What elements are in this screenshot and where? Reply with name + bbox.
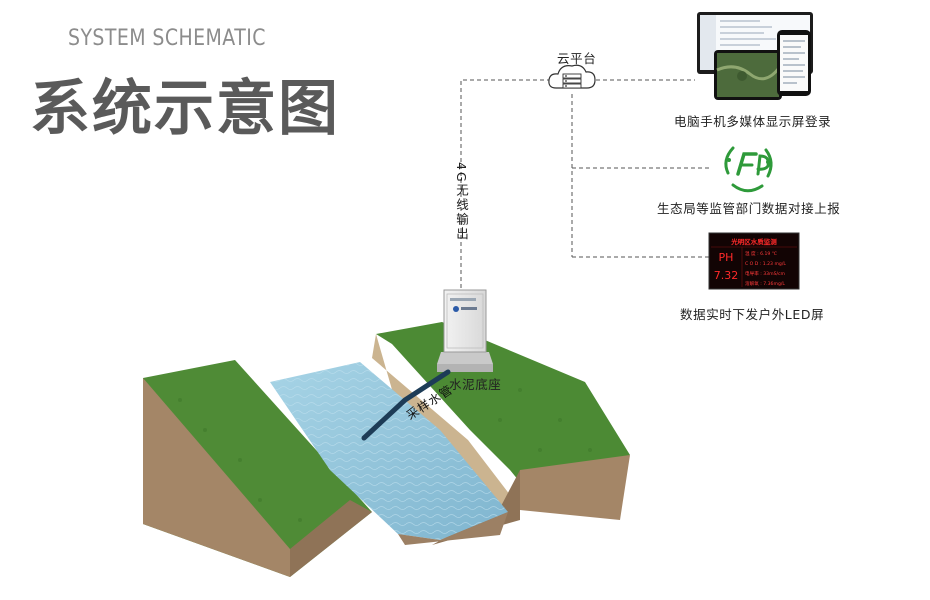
subtitle: SYSTEM SCHEMATIC	[68, 26, 266, 51]
eco-bureau-logo-icon	[724, 146, 773, 193]
led-param-value: 7.32	[714, 269, 739, 282]
led-screen: 光明区水质监测 PH 7.32 温 度 : 6.19 ℃ C O D : 1.2…	[708, 232, 800, 290]
led-line-1: 温 度 : 6.19 ℃	[745, 250, 777, 257]
cloud-server-icon	[548, 64, 596, 89]
led-line-2: C O D : 1.23 mg/L	[745, 261, 786, 267]
monitoring-cabinet	[437, 289, 493, 372]
cloud-platform-label: 云平台	[557, 51, 597, 66]
page-title: 系统示意图	[30, 74, 340, 144]
sampling-pipe	[361, 369, 451, 441]
connection-lines	[460, 79, 710, 288]
device-label-bureau: 生态局等监管部门数据对接上报	[657, 201, 841, 216]
led-line-3: 电导率 : 33mS/cm	[745, 270, 786, 277]
led-screen-title: 光明区水质监测	[730, 237, 777, 246]
device-label-led: 数据实时下发户外LED屏	[680, 307, 825, 322]
led-line-4: 溶解氧 : 7.36mg/L	[745, 280, 785, 287]
device-label-display: 电脑手机多媒体显示屏登录	[674, 114, 832, 129]
cement-base-label: 水泥底座	[449, 377, 502, 392]
led-param-name: PH	[719, 251, 734, 264]
river-channel-terrain	[143, 322, 630, 577]
link-label: 4G无线输出	[454, 162, 469, 242]
multimedia-devices-icon	[697, 12, 813, 100]
